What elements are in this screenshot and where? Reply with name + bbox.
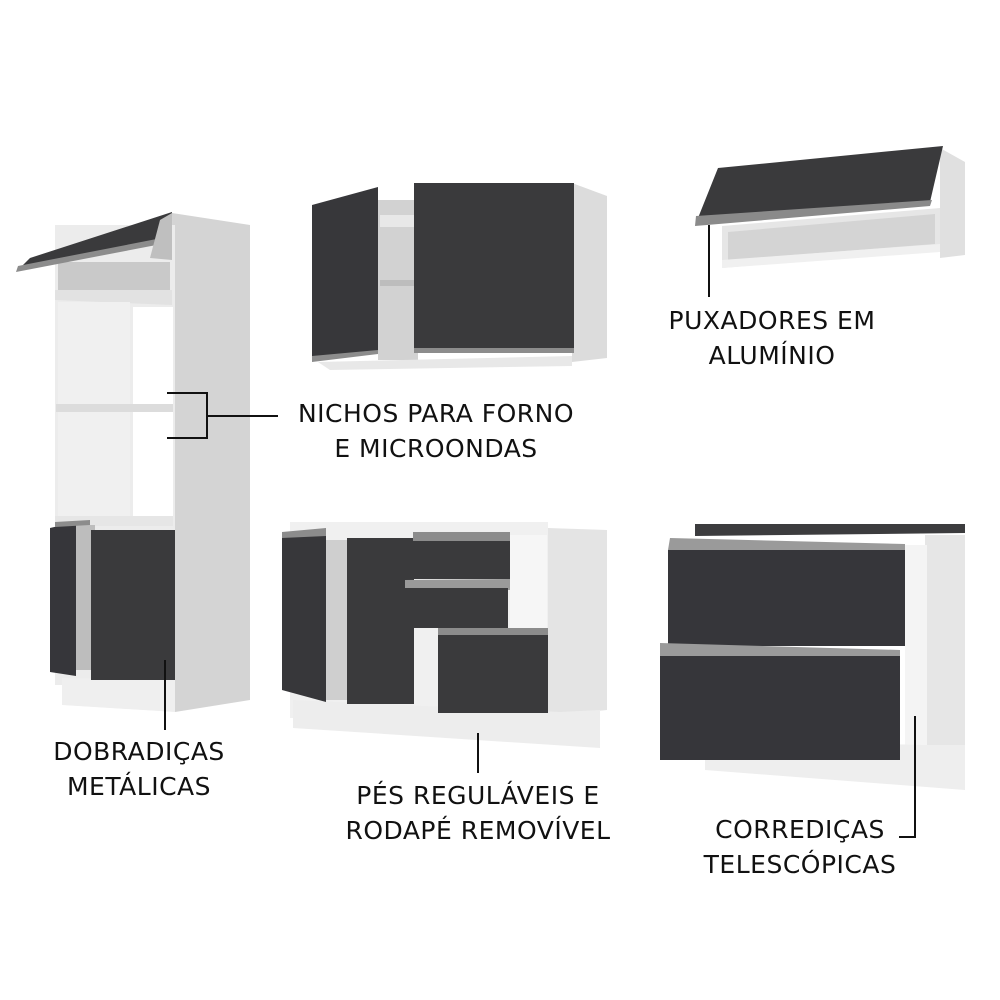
- callout-slides: CORREDIÇAS TELESCÓPICAS: [700, 812, 900, 882]
- callout-handles: PUXADORES EM ALUMÍNIO: [656, 303, 888, 373]
- callout-slides-line2: TELESCÓPICAS: [703, 850, 897, 879]
- slides-leader-vertical: [914, 716, 916, 838]
- hinges-leader-line: [164, 660, 166, 730]
- slides-leader-horizontal: [899, 836, 916, 838]
- callout-handles-line2: ALUMÍNIO: [708, 341, 836, 370]
- wall-cabinet-2-doors: [312, 183, 607, 370]
- niches-leader-line: [206, 415, 278, 417]
- callout-niches: NICHOS PARA FORNO E MICROONDAS: [288, 396, 584, 466]
- handles-leader-line: [708, 225, 710, 297]
- tall-oven-tower: [16, 212, 250, 712]
- callout-niches-line2: E MICROONDAS: [334, 434, 538, 463]
- callout-niches-line1: NICHOS PARA FORNO: [297, 399, 575, 428]
- callout-slides-line1: CORREDIÇAS: [715, 815, 885, 844]
- wall-cabinet-flip-up: [695, 146, 965, 268]
- niches-bracket-bottom: [167, 437, 208, 439]
- feet-leader-line: [477, 733, 479, 773]
- callout-hinges-line2: METÁLICAS: [66, 772, 212, 801]
- base-cabinet-2-drawers: [660, 524, 965, 790]
- callout-hinges: DOBRADIÇAS METÁLICAS: [44, 734, 234, 804]
- callout-hinges-line1: DOBRADIÇAS: [53, 737, 225, 766]
- callout-handles-line1: PUXADORES EM: [668, 306, 876, 335]
- callout-feet-line2: RODAPÉ REMOVÍVEL: [345, 816, 611, 845]
- callout-feet: PÉS REGULÁVEIS E RODAPÉ REMOVÍVEL: [332, 778, 624, 848]
- callout-feet-line1: PÉS REGULÁVEIS E: [356, 781, 600, 810]
- niches-bracket-top: [167, 392, 208, 394]
- base-cabinet-doors-drawers: [282, 522, 607, 748]
